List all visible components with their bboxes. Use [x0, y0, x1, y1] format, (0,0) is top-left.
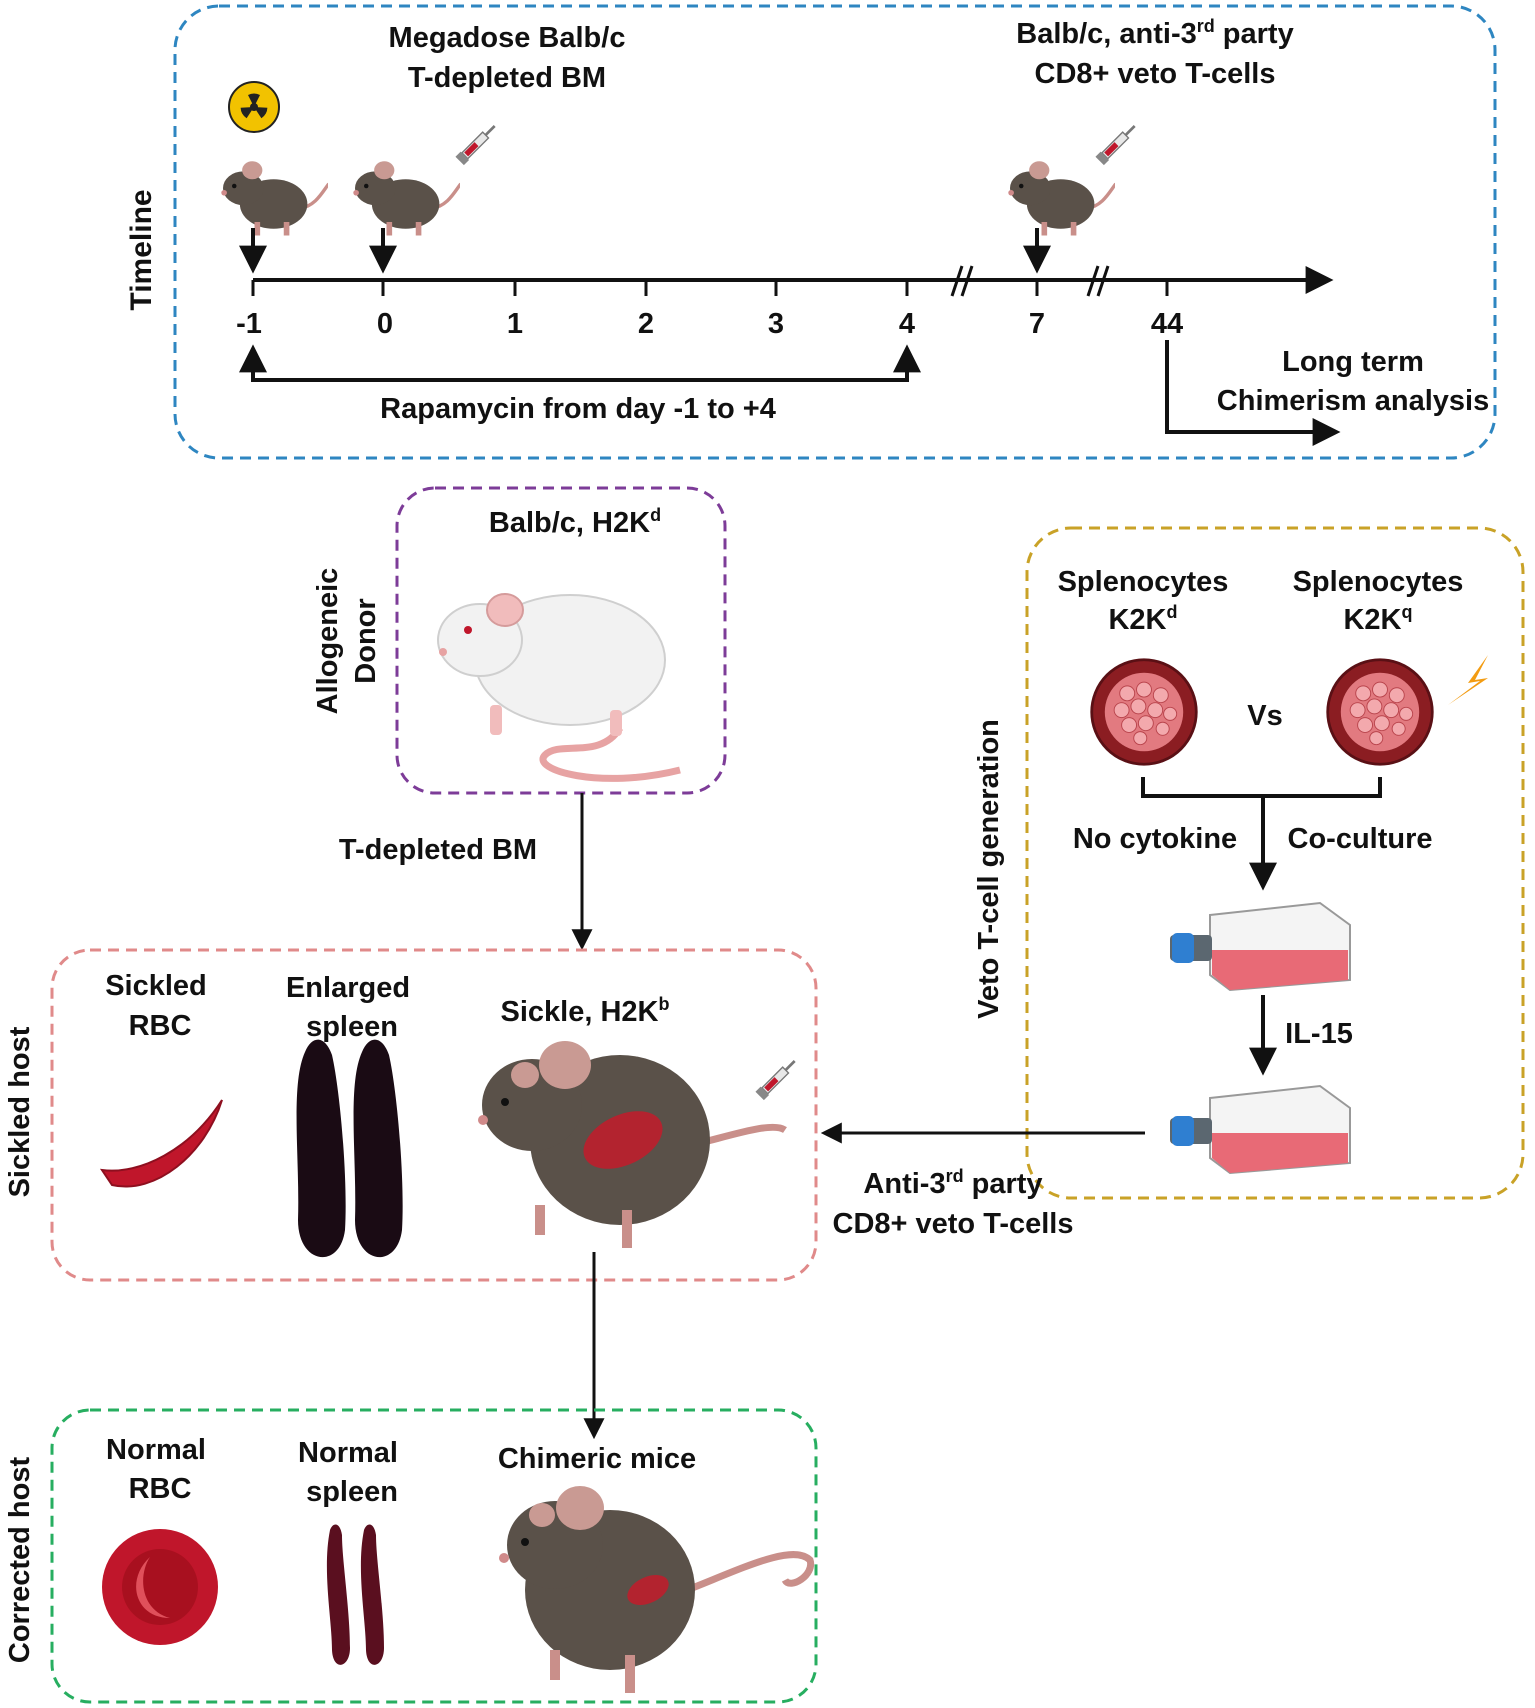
axis-break-marks	[950, 265, 1110, 297]
enlarged-spleen-label-line2: spleen	[306, 1011, 398, 1043]
tick-label: -1	[236, 308, 262, 340]
donor-title: Balb/c, H2Kd	[489, 505, 661, 539]
sickled-rbc-label-line2: RBC	[129, 1010, 192, 1042]
tick-label: 0	[377, 308, 393, 340]
normal-rbc-label-line1: Normal	[106, 1434, 206, 1466]
long-term-arrow	[1165, 340, 1341, 446]
bm-label-line2: T-depleted BM	[408, 62, 606, 94]
il15-label: IL-15	[1285, 1018, 1353, 1050]
syringe-icon	[454, 121, 500, 166]
normal-spleen-icon	[326, 1524, 350, 1665]
syringe-icon	[754, 1056, 800, 1101]
expanded-flask-icon	[1170, 1085, 1351, 1174]
tick-label: 7	[1029, 308, 1045, 340]
tick-label: 44	[1151, 308, 1183, 340]
veto-side-label: Veto T-cell generation	[973, 719, 1005, 1019]
donor-side-label-line1: Allogeneic	[312, 568, 344, 715]
tick-label: 4	[899, 308, 915, 340]
radiation-icon	[228, 81, 280, 133]
white-donor-mouse-icon	[437, 593, 681, 782]
donor-panel	[395, 486, 727, 795]
irradiated-host-mouse-icon	[219, 159, 328, 238]
rapamycin-bracket	[239, 344, 921, 382]
coculture-label: Co-culture	[1288, 823, 1433, 855]
sickle-mouse-icon	[478, 1041, 787, 1248]
stimulator-culture-dish-icon	[1326, 658, 1434, 766]
enlarged-spleen-icon	[353, 1039, 403, 1258]
vs-label: Vs	[1247, 700, 1282, 732]
veto-injection-label-line2: CD8+ veto T-cells	[1035, 58, 1276, 90]
rapamycin-label: Rapamycin from day -1 to +4	[380, 393, 776, 425]
timeline-panel	[173, 4, 1497, 460]
sickled-rbc-icon	[99, 1099, 223, 1188]
left-splenocytes-line2: K2Kd	[1108, 602, 1177, 636]
corrected-host-panel	[50, 1408, 818, 1704]
right-splenocytes-line1: Splenocytes	[1293, 566, 1464, 598]
no-cytokine-label: No cytokine	[1073, 823, 1237, 855]
long-term-label-line2: Chimerism analysis	[1217, 385, 1489, 417]
timeline-side-label: Timeline	[125, 189, 158, 310]
sickled-rbc-label-line1: Sickled	[105, 970, 207, 1002]
normal-rbc-label-line2: RBC	[129, 1473, 192, 1505]
sickled-side-label: Sickled host	[4, 1026, 36, 1197]
axis-ticks	[251, 280, 1169, 296]
corrected-side-label: Corrected host	[4, 1457, 36, 1664]
responder-culture-dish-icon	[1090, 658, 1198, 766]
sickled-host-panel	[50, 948, 818, 1282]
normal-spleen-label-line1: Normal	[298, 1437, 398, 1469]
veto-injection-label-line1: Balb/c, anti-3rd party	[1016, 16, 1293, 50]
long-term-label-line1: Long term	[1282, 346, 1424, 378]
syringe-icon	[1094, 121, 1140, 166]
tick-label: 2	[638, 308, 654, 340]
irradiation-lightning-icon	[1448, 655, 1488, 705]
tick-label: 3	[768, 308, 784, 340]
left-splenocytes-line1: Splenocytes	[1058, 566, 1229, 598]
enlarged-spleen-label-line1: Enlarged	[286, 972, 410, 1004]
coculture-bracket	[1141, 777, 1382, 798]
chimeric-mouse-icon	[499, 1486, 815, 1693]
veto-recipient-mouse-icon	[1006, 159, 1115, 238]
enlarged-spleen-icon	[296, 1039, 346, 1258]
normal-rbc-icon	[102, 1529, 218, 1645]
normal-spleen-icon	[360, 1524, 384, 1665]
culture-flask-icon	[1170, 902, 1351, 991]
veto-output-line1: Anti-3rd party	[863, 1166, 1042, 1200]
veto-panel	[1025, 526, 1525, 1200]
bm-label-line1: Megadose Balb/c	[389, 22, 626, 54]
sickle-mouse-title: Sickle, H2Kb	[501, 994, 670, 1028]
tick-label: 1	[507, 308, 523, 340]
bm-transfer-label: T-depleted BM	[339, 834, 537, 866]
chimeric-mouse-title: Chimeric mice	[498, 1443, 696, 1475]
bm-recipient-mouse-icon	[351, 159, 460, 238]
donor-side-label-line2: Donor	[350, 598, 382, 683]
veto-output-line2: CD8+ veto T-cells	[833, 1208, 1074, 1240]
right-splenocytes-line2: K2Kq	[1343, 602, 1412, 636]
normal-spleen-label-line2: spleen	[306, 1476, 398, 1508]
